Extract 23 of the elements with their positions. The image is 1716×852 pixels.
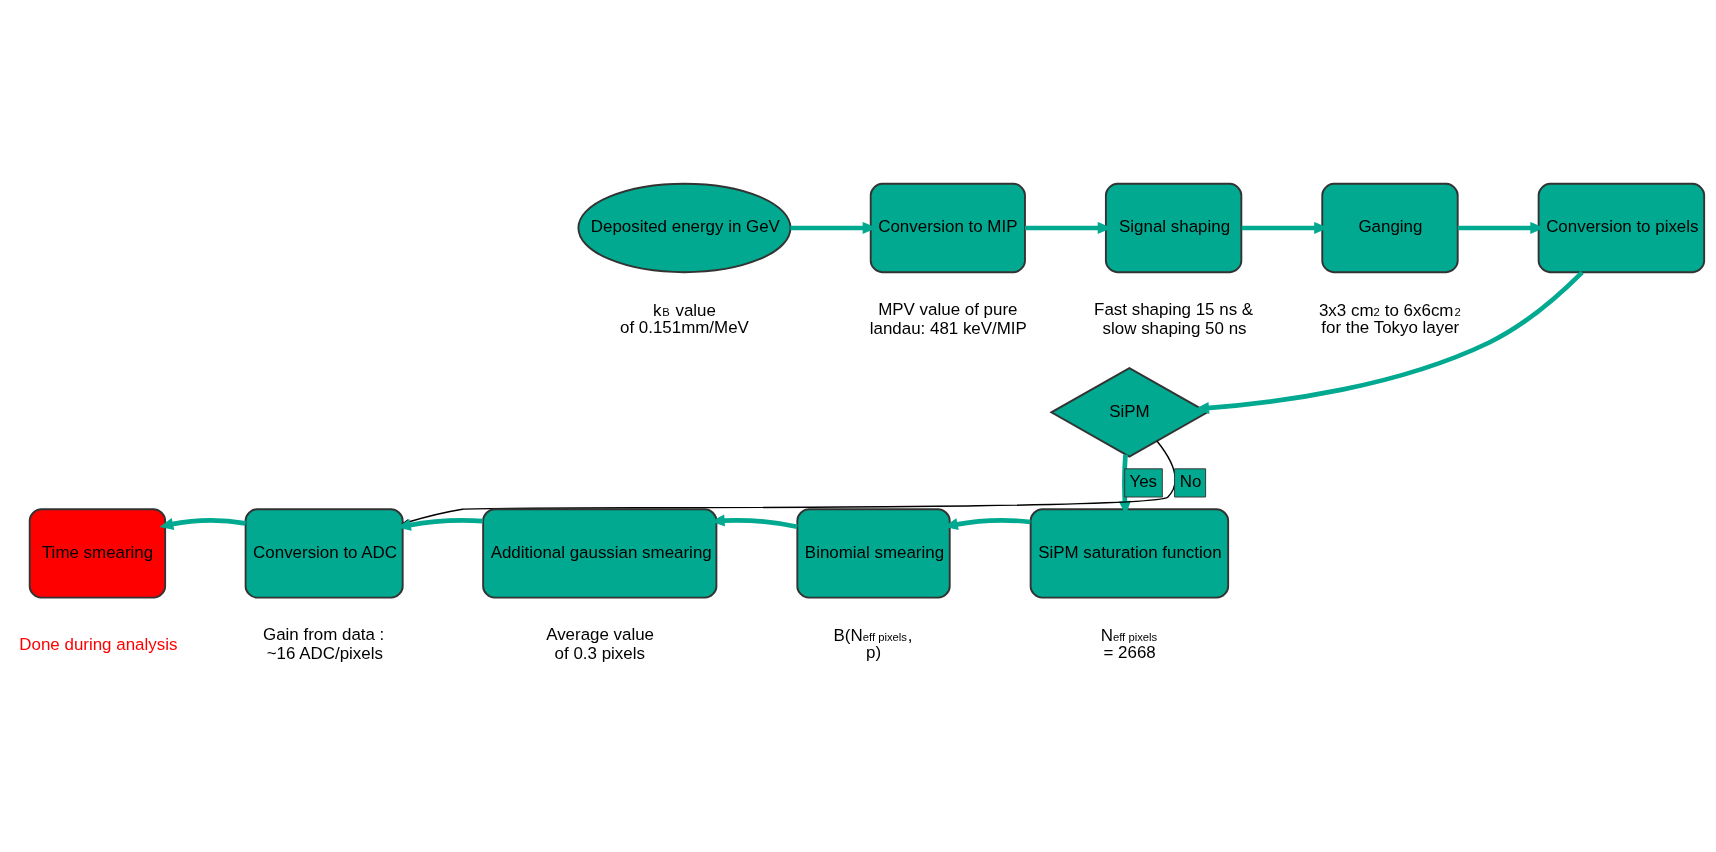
edge-label: Yes bbox=[1129, 472, 1158, 492]
node-label: kB value of 0.151mm/MeV bbox=[620, 300, 749, 337]
node-box: Binomial smearing bbox=[796, 508, 951, 599]
node-box: Ganging bbox=[1321, 182, 1459, 274]
arrow bbox=[159, 518, 246, 530]
node-label: Done during analysis bbox=[19, 634, 178, 654]
node-box: Signal shaping bbox=[1104, 182, 1243, 274]
node-box: Conversion to ADC bbox=[244, 508, 404, 599]
node-box: Time smearing bbox=[28, 508, 167, 599]
node-box: Conversion to pixels bbox=[1537, 182, 1706, 274]
node-label: Neff pixels = 2668 bbox=[1100, 626, 1158, 663]
node-box: Additional gaussian smearing bbox=[482, 508, 718, 599]
edge-label: No bbox=[1179, 472, 1202, 492]
node-label: Average value of 0.3 pixels bbox=[546, 625, 655, 664]
node-label: 3x3 cm2 to 6x6cm2 for the Tokyo layer bbox=[1318, 300, 1461, 337]
arrow bbox=[1195, 270, 1584, 414]
node-box: Conversion to MIP bbox=[869, 182, 1026, 274]
node-ellipse: Deposited energy in GeV bbox=[577, 182, 792, 274]
node-label: B(Neff pixels, p) bbox=[833, 626, 913, 663]
node-label: Fast shaping 15 ns & slow shaping 50 ns bbox=[1094, 299, 1254, 338]
node-label: MPV value of pure landau: 481 keV/MIP bbox=[869, 299, 1027, 338]
node-label: Gain from data : ~16 ADC/pixels bbox=[262, 625, 385, 664]
node-box: SiPM saturation function bbox=[1029, 508, 1230, 599]
